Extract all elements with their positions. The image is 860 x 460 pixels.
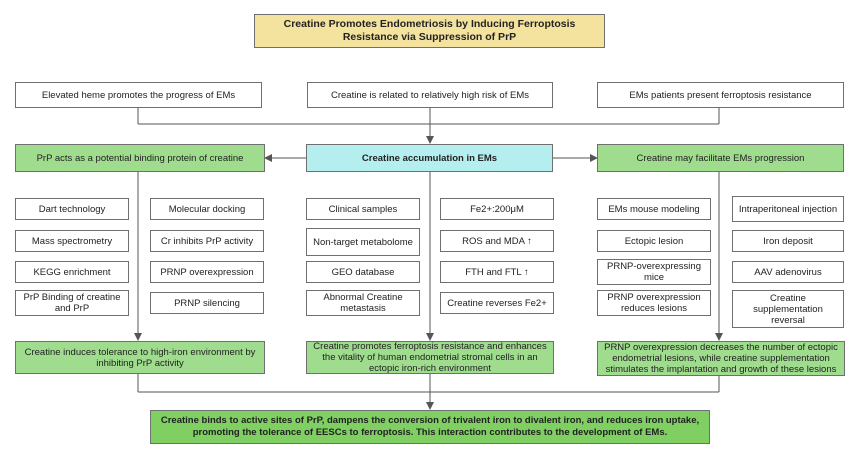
right-item-b2: Iron deposit [732, 230, 844, 252]
diagram-title: Creatine Promotes Endometriosis by Induc… [254, 14, 605, 48]
right-item-b3: AAV adenovirus [732, 261, 844, 283]
left-item-b4: PRNP silencing [150, 292, 264, 314]
right-item-a1: EMs mouse modeling [597, 198, 711, 220]
right-item-a2: Ectopic lesion [597, 230, 711, 252]
left-item-a1: Dart technology [15, 198, 129, 220]
middle-item-b1: Fe2+:200μM [440, 198, 554, 220]
middle-item-b3: FTH and FTL ↑ [440, 261, 554, 283]
middle-item-a4: Abnormal Creatine metastasis [306, 290, 420, 316]
middle-item-a3: GEO database [306, 261, 420, 283]
middle-conclusion: Creatine promotes ferroptosis resistance… [306, 341, 554, 374]
left-item-a4: PrP Binding of creatine and PrP [15, 290, 129, 316]
right-conclusion: PRNP overexpression decreases the number… [597, 341, 845, 376]
middle-item-b4: Creatine reverses Fe2+ [440, 292, 554, 314]
final-conclusion: Creatine binds to active sites of PrP, d… [150, 410, 710, 444]
middle-item-b2: ROS and MDA ↑ [440, 230, 554, 252]
right-item-a4: PRNP overexpression reduces lesions [597, 290, 711, 316]
right-item-a3: PRNP-overexpressing mice [597, 259, 711, 285]
left-item-a3: KEGG enrichment [15, 261, 129, 283]
right-item-b1: Intraperitoneal injection [732, 196, 844, 222]
top-box-ferroptosis-resistance: EMs patients present ferroptosis resista… [597, 82, 844, 108]
middle-item-a2: Non-target metabolome [306, 228, 420, 256]
left-item-b3: PRNP overexpression [150, 261, 264, 283]
right-item-b4: Creatine supplementation reversal [732, 290, 844, 328]
middle-header: Creatine accumulation in EMs [306, 144, 553, 172]
left-conclusion: Creatine induces tolerance to high-iron … [15, 341, 265, 374]
left-item-b1: Molecular docking [150, 198, 264, 220]
left-header: PrP acts as a potential binding protein … [15, 144, 265, 172]
top-box-heme: Elevated heme promotes the progress of E… [15, 82, 262, 108]
left-item-b2: Cr inhibits PrP activity [150, 230, 264, 252]
left-item-a2: Mass spectrometry [15, 230, 129, 252]
top-box-creatine-risk: Creatine is related to relatively high r… [307, 82, 553, 108]
right-header: Creatine may facilitate EMs progression [597, 144, 844, 172]
middle-item-a1: Clinical samples [306, 198, 420, 220]
